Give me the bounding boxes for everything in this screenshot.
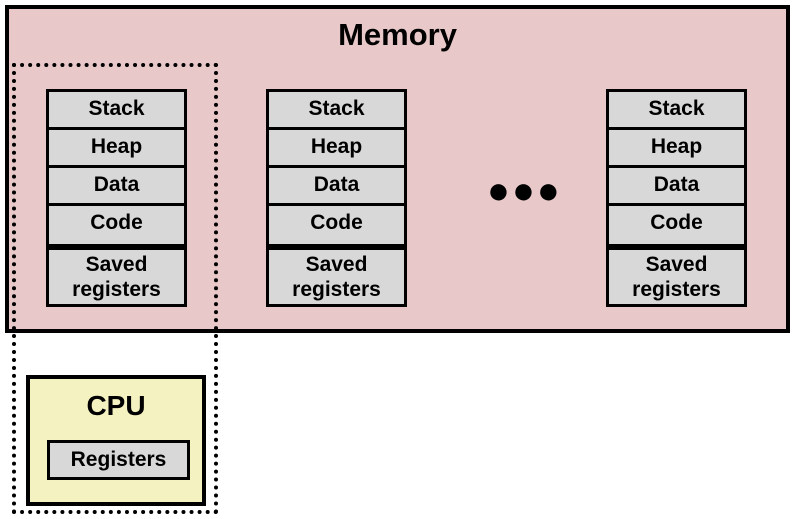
memory-region: Memory Stack Heap Data Code Saved regist… bbox=[5, 5, 790, 333]
saved-registers-line-2: registers bbox=[292, 278, 381, 301]
ellipsis-more-processes: ●●● bbox=[487, 170, 562, 212]
segment-code: Code bbox=[49, 206, 184, 244]
cpu-title: CPU bbox=[86, 390, 146, 421]
saved-registers-line-1: Saved bbox=[305, 253, 368, 276]
segment-heap: Heap bbox=[609, 130, 744, 168]
saved-registers-line-2: registers bbox=[72, 278, 161, 301]
address-space-segments-3: Stack Heap Data Code bbox=[606, 89, 747, 247]
cpu-registers-label: Registers bbox=[70, 448, 167, 471]
saved-registers-box-1: Saved registers bbox=[46, 247, 187, 307]
segment-data: Data bbox=[269, 168, 404, 206]
segment-stack: Stack bbox=[49, 92, 184, 130]
segment-data: Data bbox=[609, 168, 744, 206]
cpu-box: CPU Registers bbox=[26, 375, 206, 506]
segment-code: Code bbox=[269, 206, 404, 244]
segment-data: Data bbox=[49, 168, 184, 206]
segment-stack: Stack bbox=[269, 92, 404, 130]
saved-registers-box-3: Saved registers bbox=[606, 247, 747, 307]
segment-code: Code bbox=[609, 206, 744, 244]
segment-stack: Stack bbox=[609, 92, 744, 130]
memory-title: Memory bbox=[338, 17, 457, 52]
address-space-segments-2: Stack Heap Data Code bbox=[266, 89, 407, 247]
cpu-registers-box: Registers bbox=[47, 440, 190, 480]
address-space-segments-1: Stack Heap Data Code bbox=[46, 89, 187, 247]
saved-registers-line-1: Saved bbox=[645, 253, 708, 276]
saved-registers-line-1: Saved bbox=[85, 253, 148, 276]
saved-registers-line-2: registers bbox=[632, 278, 721, 301]
segment-heap: Heap bbox=[49, 130, 184, 168]
saved-registers-box-2: Saved registers bbox=[266, 247, 407, 307]
segment-heap: Heap bbox=[269, 130, 404, 168]
